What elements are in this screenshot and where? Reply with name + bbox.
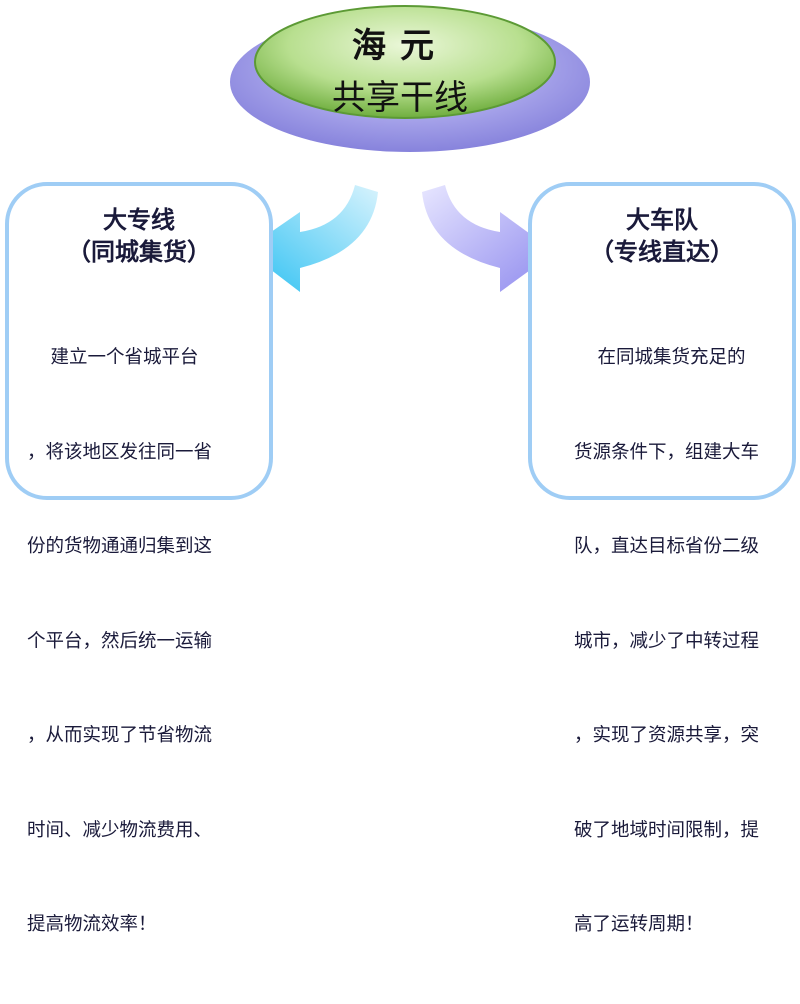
right-arrow — [422, 185, 555, 292]
text-line: 队，直达目标省份二级 — [574, 536, 760, 557]
text-line: 破了地域时间限制，提 — [574, 819, 760, 841]
hub-subtitle: 共享干线 — [332, 78, 468, 118]
text-line: ，实现了资源共享，突 — [574, 725, 760, 746]
left-title: 大专线 — [103, 206, 175, 234]
text-line: 在同城集货充足的 — [574, 347, 746, 368]
left-body: 建立一个省城平台 ，将该地区发往同一省 份的货物通通归集到这 个平台，然后统一运… — [27, 279, 212, 1004]
diagram-shapes — [230, 5, 590, 292]
text-line: 份的货物通通归集到这 — [27, 536, 213, 557]
text-line: 时间、减少物流费用、 — [27, 819, 213, 841]
text-line: 高了运转周期！ — [574, 914, 704, 935]
left-panel: 大专线 （同城集货） 建立一个省城平台 ，将该地区发往同一省 份的货物通通归集到… — [5, 182, 273, 935]
right-subtitle: （专线直达） — [590, 238, 734, 266]
text-line: ，从而实现了节省物流 — [27, 725, 213, 746]
right-panel: 大车队 （专线直达） 在同城集货充足的 货源条件下，组建大车 队，直达目标省份二… — [528, 182, 796, 935]
left-arrow — [245, 185, 378, 292]
text-line: ，将该地区发往同一省 — [27, 441, 213, 463]
text-line: 城市，减少了中转过程 — [574, 630, 760, 652]
hub-title: 海元 — [352, 26, 448, 66]
text-line: 货源条件下，组建大车 — [574, 441, 760, 463]
text-line: 个平台，然后统一运输 — [27, 630, 213, 652]
text-line: 提高物流效率！ — [27, 914, 157, 935]
text-line: 建立一个省城平台 — [27, 347, 199, 368]
right-title: 大车队 — [626, 206, 698, 234]
hub-top-ellipse — [254, 5, 556, 119]
left-subtitle: （同城集货） — [67, 238, 211, 266]
right-body: 在同城集货充足的 货源条件下，组建大车 队，直达目标省份二级 城市，减少了中转过… — [574, 279, 759, 1004]
